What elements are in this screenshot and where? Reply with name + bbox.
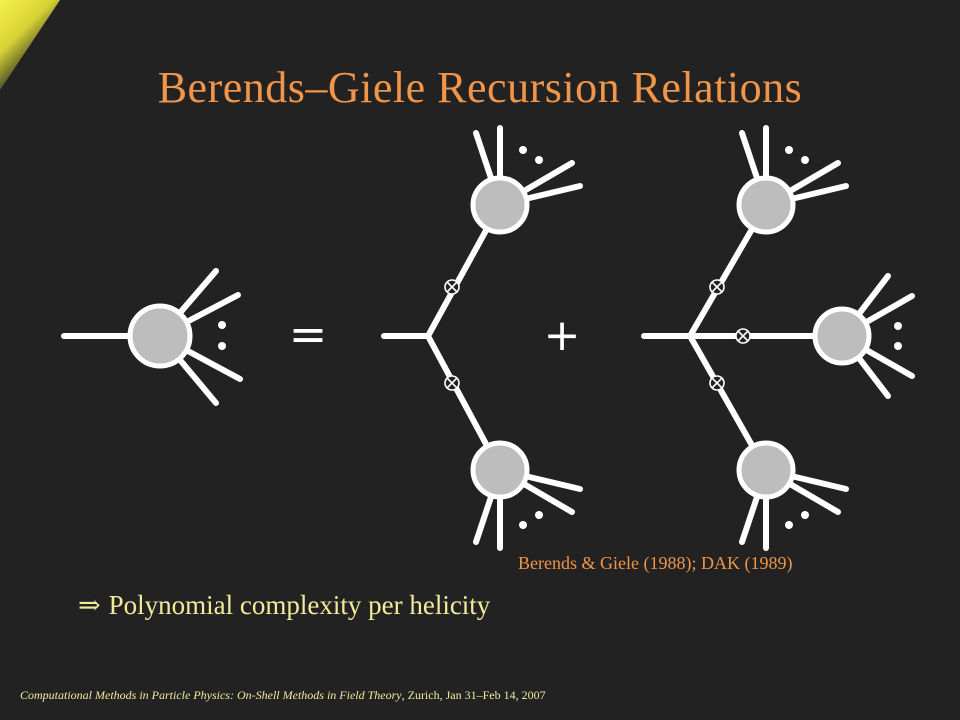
footer-location-date: , Zurich, Jan 31–Feb 14, 2007: [401, 688, 546, 702]
middle-blob: [812, 306, 872, 366]
propagator-marker-icon: [709, 279, 725, 295]
citation: Berends & Giele (1988); DAK (1989): [518, 553, 793, 573]
lower-dot: [785, 521, 793, 529]
lower-dot: [535, 511, 543, 519]
footer: Computational Methods in Particle Physic…: [20, 688, 546, 703]
bullet-point: ⇒Polynomial complexity per helicity: [78, 590, 490, 621]
lhs-dot: [218, 321, 226, 329]
upper-blob: [736, 175, 796, 235]
propagator-marker-icon: [444, 279, 460, 295]
upper-dot: [785, 146, 793, 154]
lower-blob: [736, 440, 796, 500]
upper-dot: [535, 156, 543, 164]
lhs-current: [61, 268, 243, 406]
plus-sign: +: [544, 310, 581, 361]
slide-title: Berends–Giele Recursion Relations: [157, 63, 803, 112]
lhs-dot: [218, 342, 226, 350]
footer-course-title: Computational Methods in Particle Physic…: [20, 688, 402, 702]
equals-sign: =: [289, 307, 328, 361]
propagator-marker-icon: [709, 375, 725, 391]
lower-dot: [519, 521, 527, 529]
implies-icon: ⇒: [78, 590, 101, 620]
four-vertex-term: [641, 125, 915, 551]
lower-blob: [470, 440, 530, 500]
upper-dot: [519, 146, 527, 154]
middle-dot: [894, 322, 902, 330]
bullet-text: Polynomial complexity per helicity: [108, 590, 491, 620]
three-vertex-term: [381, 125, 583, 551]
propagator-marker-icon: [444, 375, 460, 391]
middle-dot: [894, 342, 902, 350]
lhs-blob: [127, 303, 193, 369]
upper-dot: [801, 156, 809, 164]
lower-dot: [801, 511, 809, 519]
propagator-marker-icon: [735, 328, 751, 344]
upper-blob: [470, 175, 530, 235]
